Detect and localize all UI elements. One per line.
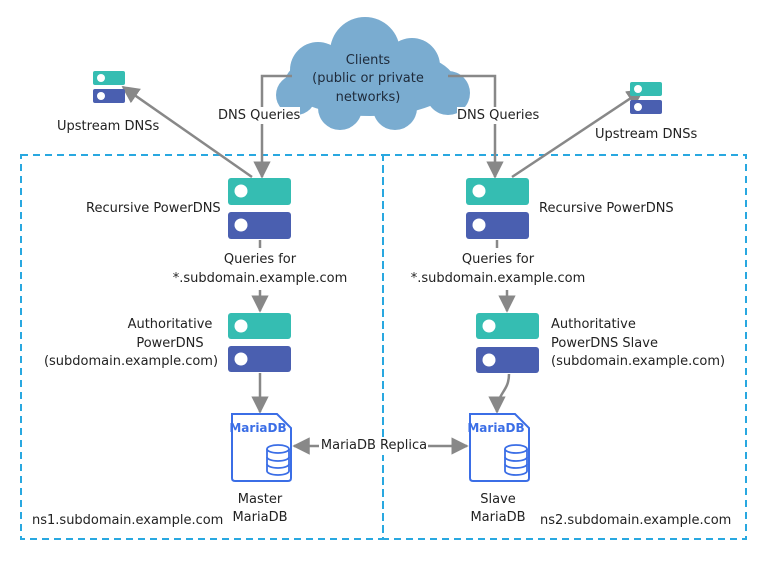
right-db-arrow bbox=[488, 373, 511, 414]
left-queries-for-line1: Queries for bbox=[223, 252, 297, 267]
right-authoritative-line1: Authoritative bbox=[551, 317, 636, 332]
right-db-caption-line2: MariaDB bbox=[470, 510, 526, 525]
left-dns-queries-label: DNS Queries bbox=[218, 107, 301, 124]
right-db-caption-line1: Slave bbox=[480, 492, 516, 507]
right-queries-for-line2: *.subdomain.example.com bbox=[410, 271, 586, 286]
right-recursive-label: Recursive PowerDNS bbox=[539, 201, 674, 216]
left-upstream-label: Upstream DNSs bbox=[57, 119, 160, 134]
cloud-icon bbox=[276, 17, 470, 130]
left-authoritative-line2: PowerDNS bbox=[136, 336, 204, 351]
left-db-caption-line2: MariaDB bbox=[232, 510, 288, 525]
left-authoritative-line1: Authoritative bbox=[127, 317, 213, 332]
right-dns-queries-label: DNS Queries bbox=[457, 107, 540, 124]
left-recursive-server-icon bbox=[228, 178, 291, 239]
right-recursive-server-icon bbox=[466, 178, 529, 239]
right-database-icon: MariaDB bbox=[467, 413, 530, 482]
upstream-right-server-icon bbox=[630, 82, 662, 114]
left-db-logo-text: MariaDB bbox=[229, 421, 286, 435]
cloud-label-line3: networks) bbox=[335, 90, 401, 105]
left-db-caption-line1: Master bbox=[237, 492, 283, 507]
upstream-right-arrow bbox=[511, 88, 645, 179]
left-host-label: ns1.subdomain.example.com bbox=[32, 513, 224, 528]
left-authoritative-server-icon bbox=[228, 313, 291, 372]
dns-queries-left-arrow bbox=[253, 74, 292, 179]
left-queries-for-line2: *.subdomain.example.com bbox=[172, 271, 348, 286]
right-authoritative-server-icon bbox=[476, 313, 539, 373]
right-authoritative-line2: PowerDNS Slave bbox=[551, 336, 658, 351]
cloud-label-line1: Clients bbox=[345, 53, 391, 68]
ns2-boundary bbox=[382, 154, 747, 540]
dns-queries-right-arrow bbox=[448, 74, 504, 179]
upstream-left-server-icon bbox=[93, 71, 125, 103]
left-authoritative-line3: (subdomain.example.com) bbox=[43, 354, 219, 369]
left-recursive-label: Recursive PowerDNS bbox=[86, 201, 221, 216]
right-host-label: ns2.subdomain.example.com bbox=[540, 513, 732, 528]
left-database-icon: MariaDB bbox=[229, 413, 292, 482]
right-upstream-label: Upstream DNSs bbox=[595, 127, 698, 142]
cloud-label-line2: (public or private bbox=[312, 71, 424, 86]
right-db-logo-text: MariaDB bbox=[467, 421, 524, 435]
replica-label: MariaDB Replica bbox=[320, 438, 428, 453]
right-queries-for-line1: Queries for bbox=[461, 252, 535, 267]
upstream-left-arrow bbox=[121, 85, 253, 179]
right-authoritative-line3: (subdomain.example.com) bbox=[551, 354, 726, 369]
